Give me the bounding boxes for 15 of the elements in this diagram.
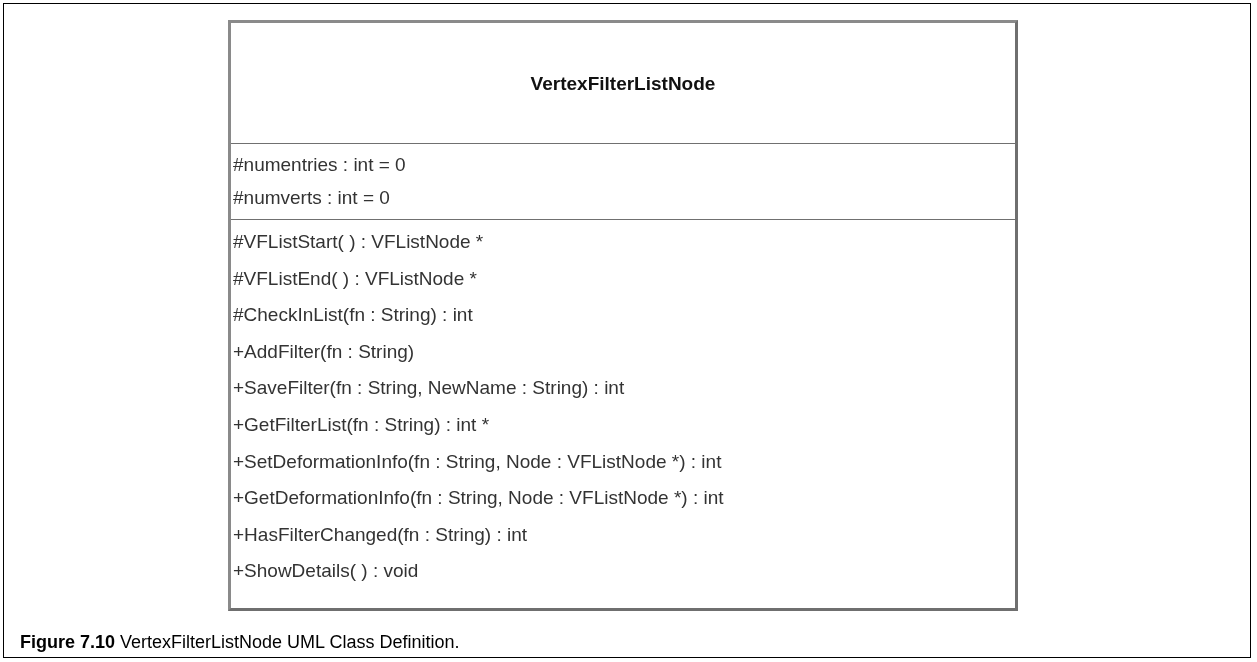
operation-text: +SaveFilter(fn : String, NewName : String) : int xyxy=(233,376,625,401)
attribute-text: #numverts : int = 0 xyxy=(233,186,390,210)
class-name: VertexFilterListNode xyxy=(529,73,717,95)
operation-text: #VFListStart( ) : VFListNode * xyxy=(233,230,484,254)
attribute-text: #numentries : int = 0 xyxy=(233,153,406,177)
operation-text: +AddFilter(fn : String) xyxy=(233,339,415,364)
operation-text: +SetDeformationInfo(fn : String, Node : VFListNode *) : int xyxy=(233,449,722,474)
operation-text: +GetFilterList(fn : String) : int * xyxy=(233,412,490,437)
class-box xyxy=(228,20,1018,611)
operation-text: +HasFilterChanged(fn : String) : int xyxy=(233,522,528,547)
operation-text: #VFListEnd( ) : VFListNode * xyxy=(233,266,477,291)
operation-text: #CheckInList(fn : String) : int xyxy=(233,303,473,328)
operation-text: +ShowDetails( ) : void xyxy=(233,559,419,584)
figure-caption: Figure 7.10 VertexFilterListNode UML Class Definition. xyxy=(20,632,460,653)
operation-text: +GetDeformationInfo(fn : String, Node : VFListNode *) : int xyxy=(233,486,724,511)
